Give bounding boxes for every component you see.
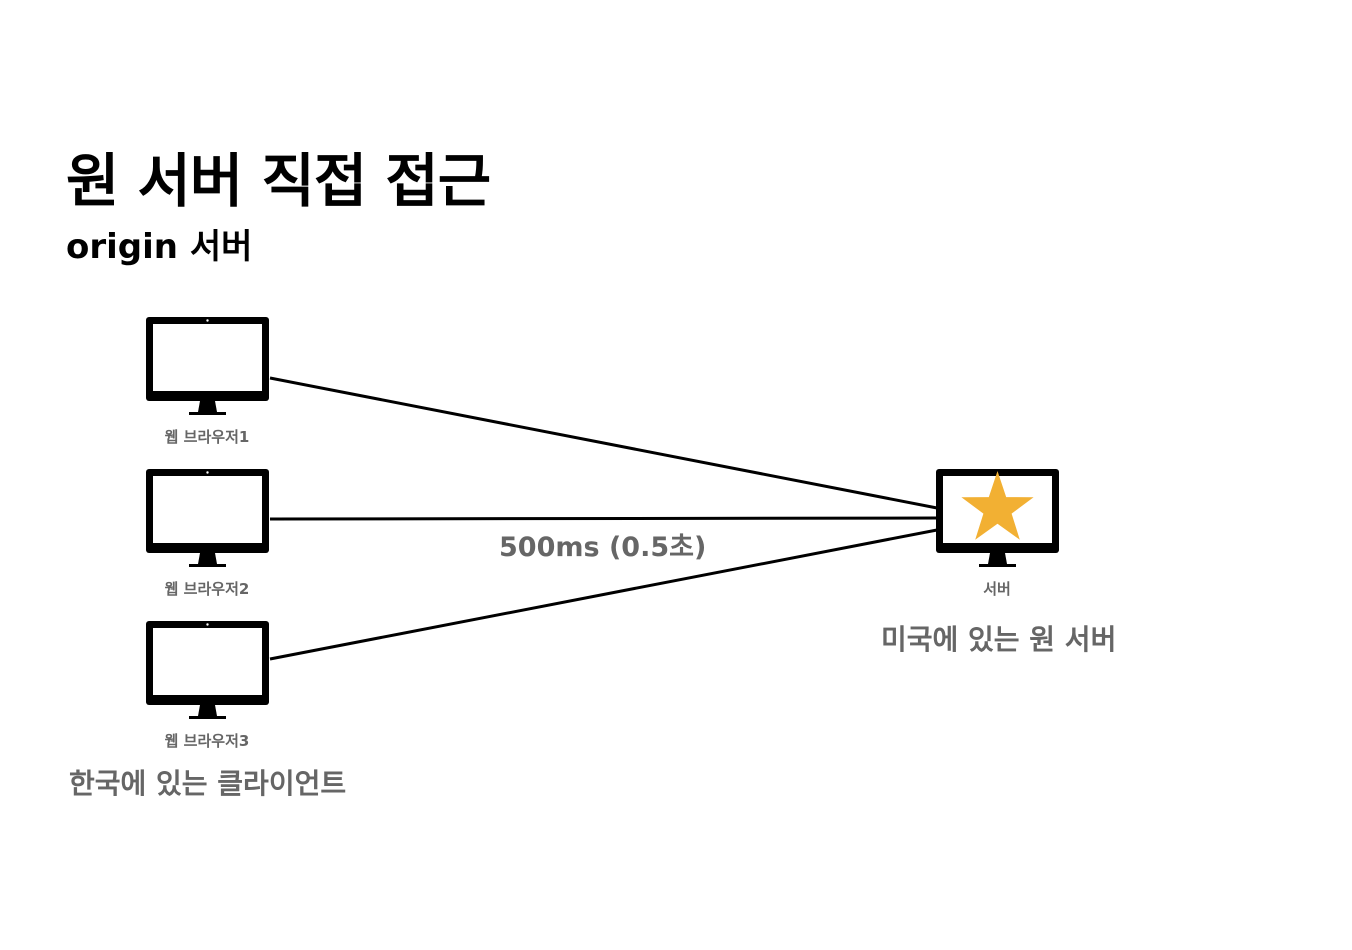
client-monitor-icon-1 — [146, 317, 269, 415]
latency-label: 500ms (0.5초) — [499, 532, 707, 563]
page-subtitle: origin 서버 — [66, 227, 253, 267]
client-label-2: 웹 브라우저2 — [164, 580, 250, 598]
server-label: 서버 — [983, 580, 1011, 598]
server-monitor-icon — [936, 469, 1059, 567]
client-monitor-icon-2 — [146, 469, 269, 567]
star-icon — [961, 471, 1034, 540]
connection-line-1 — [269, 376, 938, 510]
connection-line-2 — [269, 516, 938, 521]
client-monitor-icon-3 — [146, 621, 269, 719]
connection-line-3 — [269, 528, 938, 661]
page-title: 원 서버 직접 접근 — [66, 147, 491, 215]
client-label-1: 웹 브라우저1 — [164, 428, 250, 446]
client-label-3: 웹 브라우저3 — [164, 732, 250, 750]
server-group-label: 미국에 있는 원 서버 — [881, 623, 1117, 656]
client-group-label: 한국에 있는 클라이언트 — [69, 767, 347, 800]
